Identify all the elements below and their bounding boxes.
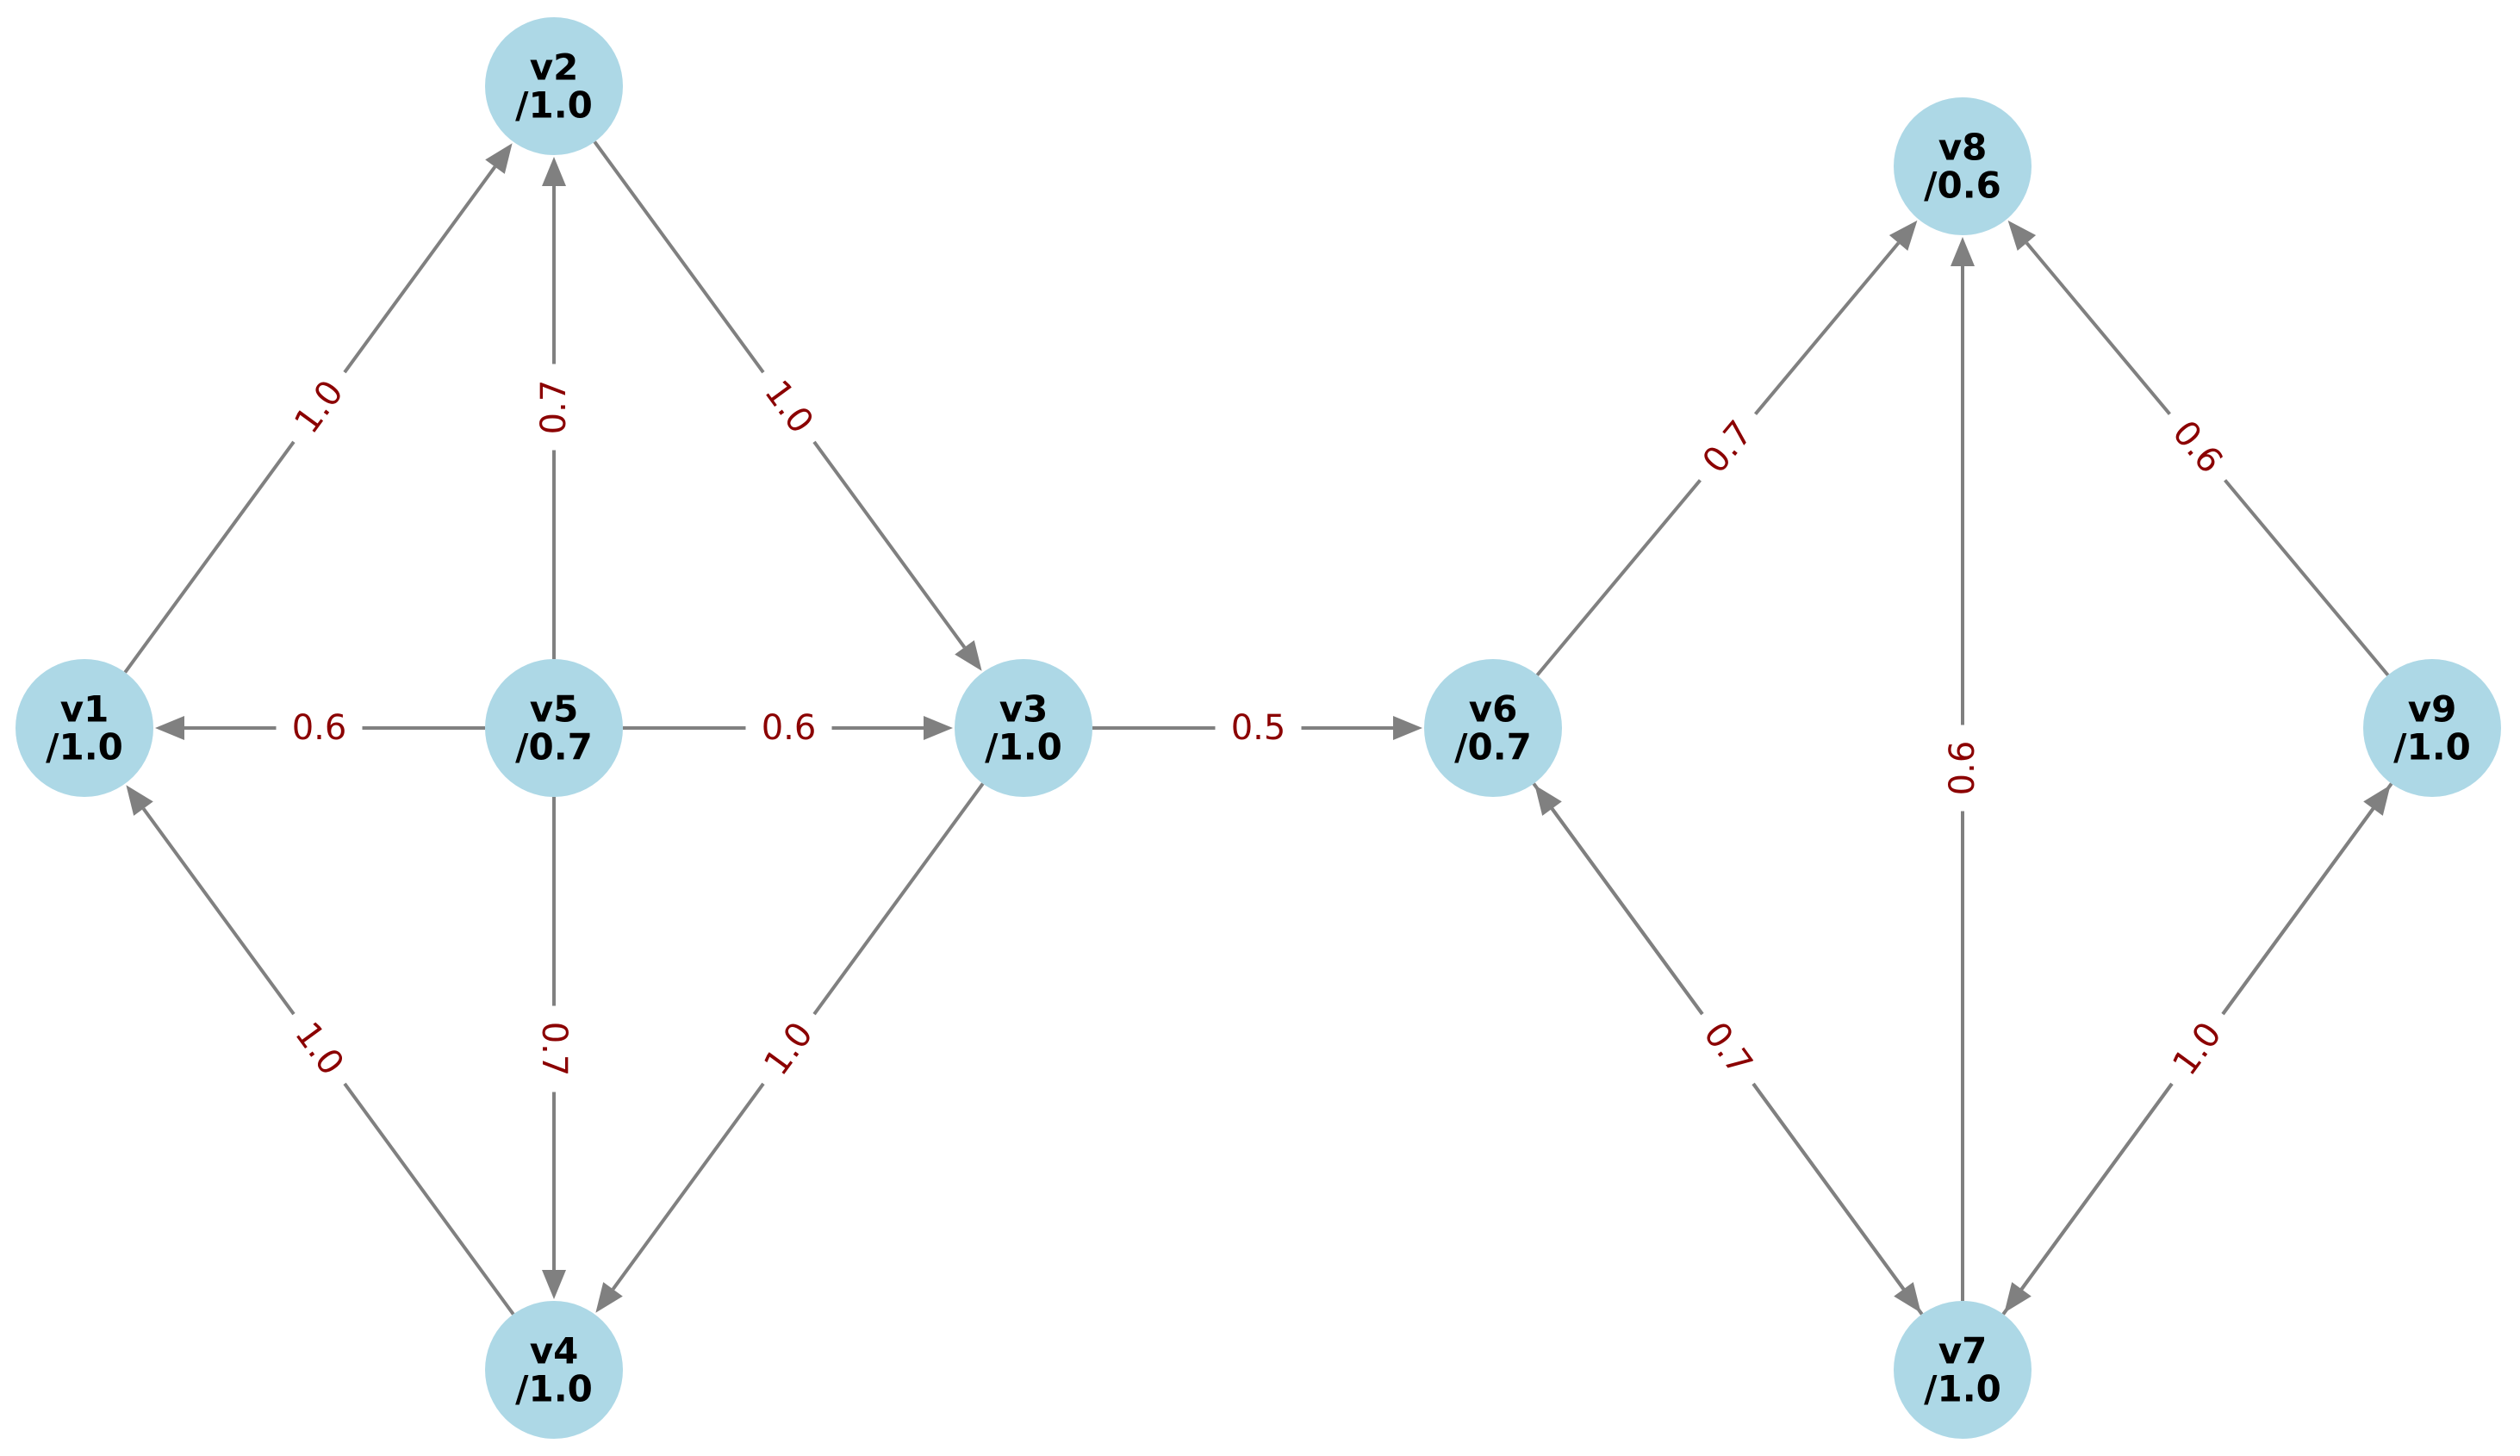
edge-label-background — [745, 702, 832, 754]
edge-weight-label: 0.7 — [534, 1022, 574, 1077]
edge-label-v5-v2: 0.7 — [528, 364, 580, 451]
node-value-label: /1.0 — [985, 726, 1062, 768]
node-name-label: v2 — [530, 47, 579, 89]
edge-label-v5-v1: 0.6 — [276, 702, 363, 754]
node-v7: v7/1.0 — [1894, 1301, 2032, 1439]
node-value-label: /1.0 — [1924, 1368, 2001, 1410]
node-value-label: /1.0 — [2393, 726, 2471, 768]
node-name-label: v9 — [2408, 688, 2457, 731]
node-value-label: /1.0 — [46, 726, 123, 768]
node-circle — [485, 17, 623, 155]
node-value-label: /1.0 — [515, 84, 593, 127]
edge-label-v9-v8: 0.6 — [2150, 397, 2245, 497]
edge-label-v6-v7: 0.7 — [1681, 999, 1775, 1099]
edge-label-v6-v8: 0.7 — [1680, 397, 1776, 497]
edge-label-background — [272, 999, 366, 1099]
edge-label-background — [528, 364, 580, 451]
edge-weight-label: 0.5 — [1231, 708, 1286, 748]
edge-weight-label: 0.7 — [534, 380, 574, 435]
edge-label-v1-v2: 1.0 — [272, 357, 366, 457]
arrowhead-icon — [1951, 237, 1975, 266]
node-name-label: v1 — [60, 688, 109, 731]
nodes-layer: v1/1.0v2/1.0v3/1.0v4/1.0v5/0.7v6/0.7v7/1… — [16, 17, 2501, 1439]
edge-label-background — [742, 999, 836, 1099]
node-circle — [16, 659, 153, 797]
edge-label-background — [1681, 999, 1775, 1099]
node-name-label: v4 — [530, 1330, 579, 1372]
node-v8: v8/0.6 — [1894, 97, 2032, 235]
node-value-label: /1.0 — [515, 1368, 593, 1410]
edge-label-v2-v3: 1.0 — [742, 357, 836, 457]
node-v9: v9/1.0 — [2363, 659, 2501, 797]
edge-label-background — [276, 702, 363, 754]
node-circle — [1424, 659, 1562, 797]
arrowhead-icon — [955, 640, 982, 671]
arrowhead-icon — [2363, 785, 2391, 816]
arrowhead-icon — [542, 1270, 566, 1299]
node-circle — [485, 659, 623, 797]
edge-label-background — [528, 1005, 580, 1092]
node-circle — [2363, 659, 2501, 797]
arrowhead-icon — [1393, 716, 1422, 740]
node-circle — [1894, 97, 2032, 235]
node-v5: v5/0.7 — [485, 659, 623, 797]
node-value-label: /0.7 — [515, 726, 593, 768]
node-name-label: v5 — [530, 688, 579, 731]
node-circle — [1894, 1301, 2032, 1439]
node-value-label: /0.6 — [1924, 165, 2001, 207]
arrowhead-icon — [924, 716, 953, 740]
node-name-label: v6 — [1469, 688, 1518, 731]
arrowhead-icon — [126, 785, 153, 816]
node-v1: v1/1.0 — [16, 659, 153, 797]
node-v6: v6/0.7 — [1424, 659, 1562, 797]
node-name-label: v7 — [1938, 1330, 1988, 1372]
edge-weight-label: 0.6 — [762, 708, 817, 748]
node-v2: v2/1.0 — [485, 17, 623, 155]
arrowhead-icon — [542, 157, 566, 186]
edge-label-v3-v4: 1.0 — [742, 999, 836, 1099]
edge-label-background — [272, 357, 366, 457]
edge-label-background — [1215, 702, 1302, 754]
arrowhead-icon — [155, 716, 184, 740]
arrowhead-icon — [2007, 220, 2037, 251]
node-name-label: v8 — [1938, 127, 1988, 169]
arrowhead-icon — [1888, 220, 1918, 251]
arrowhead-icon — [595, 1282, 623, 1313]
arrowhead-icon — [1534, 785, 1562, 816]
edge-labels-layer: 1.0 0.7 1.0 0.6 0.6 1.0 0.7 1.0 0.5 0.7 0.6 0.6 0.7 1… — [272, 357, 2245, 1099]
edge-weight-label: 0.6 — [1943, 741, 1982, 796]
node-name-label: v3 — [999, 688, 1048, 731]
node-circle — [955, 659, 1092, 797]
edge-label-v9-v7: 1.0 — [2150, 999, 2244, 1099]
node-value-label: /0.7 — [1454, 726, 1532, 768]
edge-label-background — [742, 357, 836, 457]
edge-label-background — [2150, 397, 2245, 497]
edge-weight-label: 0.6 — [292, 708, 347, 748]
node-circle — [485, 1301, 623, 1439]
edge-label-v7-v8: 0.6 — [1937, 725, 1988, 812]
edge-label-background — [1680, 397, 1776, 497]
edge-label-v5-v4: 0.7 — [528, 1005, 580, 1092]
node-v4: v4/1.0 — [485, 1301, 623, 1439]
edge-label-background — [1937, 725, 1988, 812]
edge-label-v5-v3: 0.6 — [745, 702, 832, 754]
edge-label-v4-v1: 1.0 — [272, 999, 366, 1099]
edge-label-v3-v6: 0.5 — [1215, 702, 1302, 754]
edge-label-background — [2150, 999, 2244, 1099]
arrowhead-icon — [485, 143, 513, 174]
node-v3: v3/1.0 — [955, 659, 1092, 797]
